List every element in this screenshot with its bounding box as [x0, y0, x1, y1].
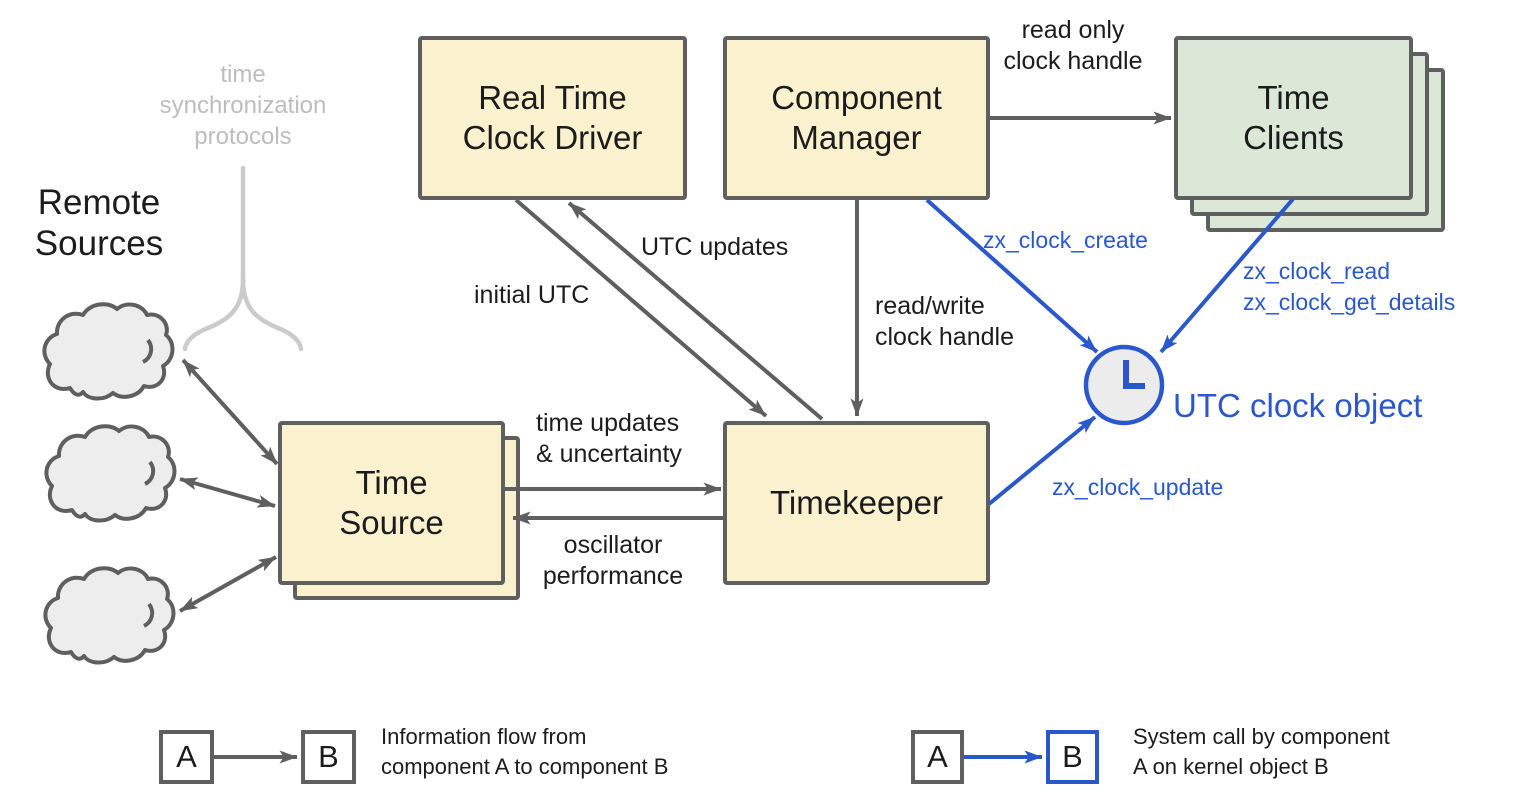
- component-manager-label: Component Manager: [771, 78, 942, 156]
- real-time-clock-driver-box: [418, 36, 687, 200]
- rtc-driver-label: Real Time Clock Driver: [462, 78, 643, 156]
- legend-call-a-label: A: [927, 739, 948, 774]
- time-clients-box: [1174, 36, 1413, 200]
- zx-clock-read-label: zx_clock_read zx_clock_get_details: [1243, 258, 1456, 316]
- arrow-cloud3-time-source: [179, 555, 277, 613]
- time-updates-label: time updates & uncertainty: [536, 409, 682, 468]
- cloud-icon: [42, 302, 175, 401]
- time-source-label: Time Source: [339, 463, 444, 541]
- initial-utc-label: initial UTC: [474, 281, 590, 309]
- oscillator-performance-label: oscillator performance: [542, 531, 684, 590]
- zx-clock-create-label: zx_clock_create: [983, 227, 1148, 253]
- time-clients-label: Time Clients: [1243, 78, 1344, 156]
- legend-call-description: System call by component A on kernel obj…: [1133, 724, 1390, 779]
- legend-flow-description: Information flow from component A to com…: [381, 724, 669, 779]
- legend-flow-box-a: [159, 730, 214, 784]
- component-manager-box: [723, 36, 990, 200]
- clock-icon: [1083, 344, 1165, 426]
- arrow-cloud2-time-source: [179, 477, 276, 508]
- legend-flow-b-label: B: [318, 739, 339, 774]
- utc-updates-label: UTC updates: [641, 233, 789, 261]
- cloud-icon: [44, 424, 177, 523]
- arrow-cloud1-time-source: [181, 358, 279, 466]
- timekeeper-label: Timekeeper: [769, 483, 943, 521]
- remote-sources-label: Remote Sources: [34, 183, 164, 263]
- legend-call-box-b: [1046, 730, 1099, 784]
- read-only-clock-handle-label: read only clock handle: [1003, 16, 1143, 75]
- time-source-box: [278, 421, 505, 585]
- arrow-rtc-timekeeper-initial-utc: [514, 198, 768, 418]
- utc-clock-object-label: UTC clock object: [1173, 387, 1423, 424]
- zx-clock-update-label: zx_clock_update: [1052, 474, 1224, 500]
- arrow-timekeeper-clock-zx-update: [987, 415, 1097, 506]
- legend-flow-box-b: [301, 730, 356, 784]
- protocols-label: time synchronization protocols: [159, 61, 327, 151]
- legend-call-b-label: B: [1062, 739, 1083, 774]
- read-write-clock-handle-label: read/write clock handle: [875, 292, 1014, 351]
- legend-flow-a-label: A: [176, 739, 197, 774]
- arrow-timekeeper-rtc-utc-updates: [567, 201, 824, 421]
- legend-call-box-a: [911, 730, 964, 784]
- cloud-icon: [43, 566, 176, 665]
- arrow-clients-clock-zx-read: [1159, 197, 1295, 354]
- arrow-cm-clock-zx-create: [925, 198, 1099, 354]
- timekeeper-box: [723, 421, 990, 585]
- protocols-brace: [182, 165, 304, 352]
